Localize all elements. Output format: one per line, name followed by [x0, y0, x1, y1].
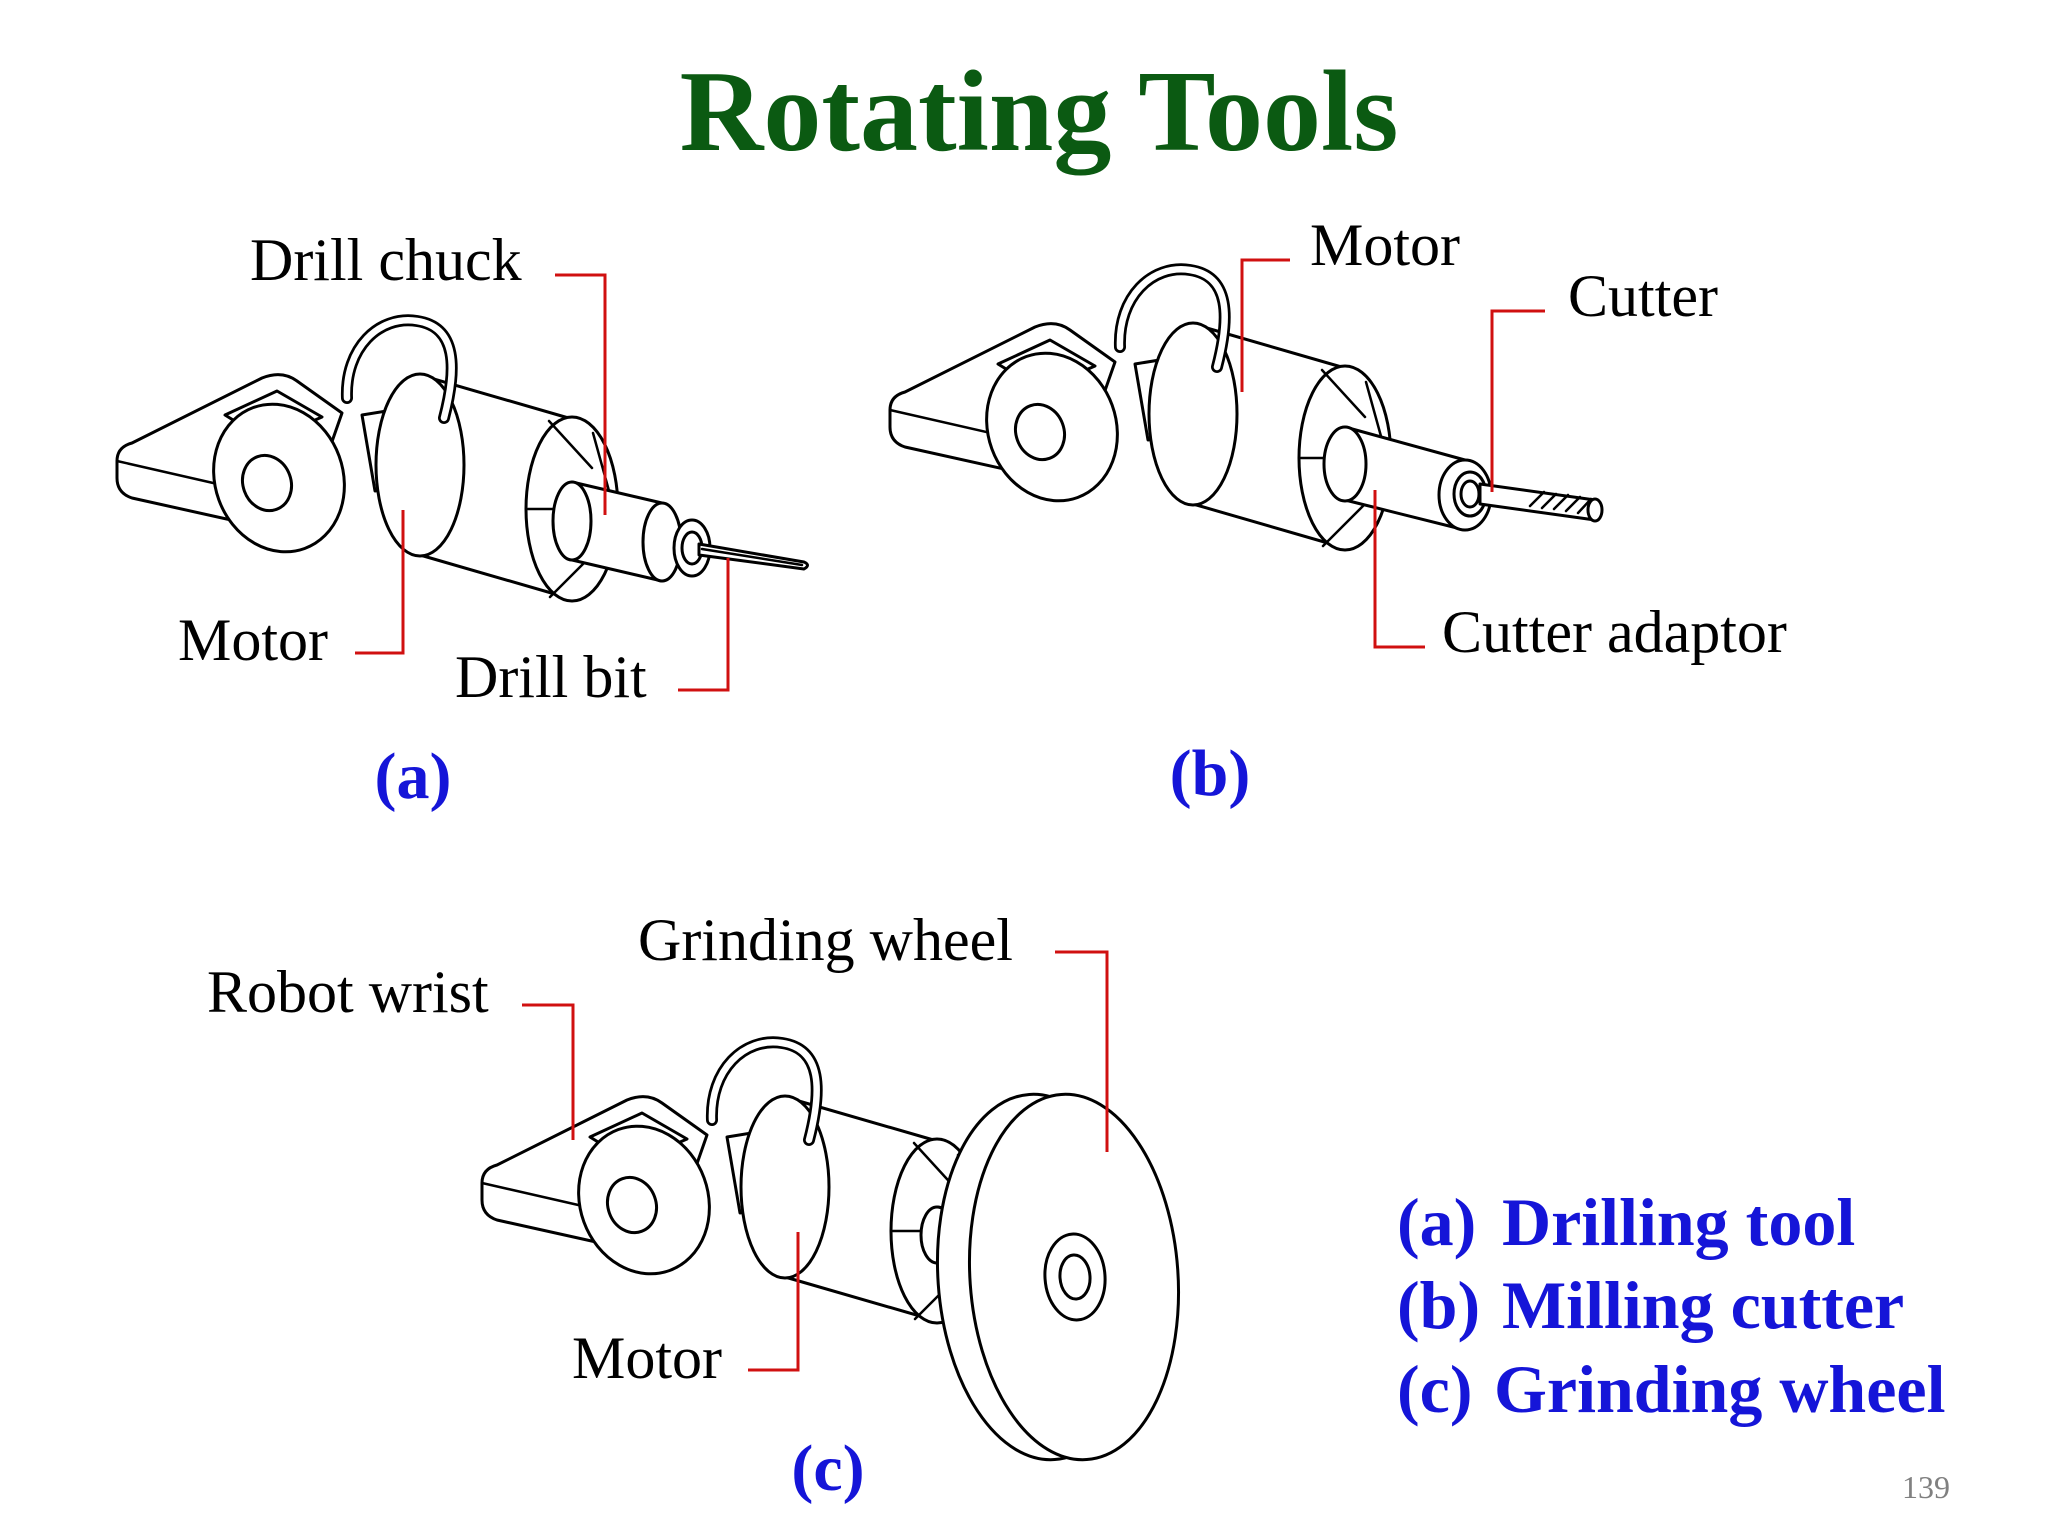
legend-tag-b: (b) [1397, 1267, 1480, 1343]
leader-robot-wrist [522, 1003, 575, 1140]
drilling-tool-illustration [117, 320, 809, 601]
leader-grinding-wheel [1055, 950, 1109, 1152]
legend-item-c: (c) Grinding wheel [1397, 1351, 1946, 1427]
panel-c-grinding-wheel: Grinding wheel Robot wrist Motor (c) [207, 907, 1193, 1505]
legend-text-b: Milling cutter [1502, 1267, 1904, 1343]
legend-tag-c: (c) [1397, 1351, 1472, 1427]
label-motor-c: Motor [572, 1325, 722, 1391]
leader-motor-b [1240, 258, 1290, 392]
legend-item-a: (a) Drilling tool [1397, 1184, 1855, 1260]
leader-motor-a [355, 510, 405, 655]
label-grinding-wheel: Grinding wheel [638, 907, 1013, 973]
leader-motor-c [748, 1232, 800, 1372]
label-drill-bit: Drill bit [455, 644, 647, 710]
grinding-wheel-illustration [482, 1042, 1193, 1469]
leader-cutter-adaptor [1373, 490, 1425, 649]
leader-drill-chuck [555, 273, 607, 515]
page-number: 139 [1902, 1469, 1950, 1505]
slide-title: Rotating Tools [680, 48, 1399, 176]
panel-b-milling-cutter: Motor Cutter Cutter adaptor (b) [890, 212, 1787, 810]
panel-a-drilling-tool: Drill chuck Motor Drill bit (a) [117, 227, 809, 813]
label-cutter: Cutter [1568, 263, 1718, 329]
label-cutter-adaptor: Cutter adaptor [1442, 599, 1787, 665]
label-motor-b: Motor [1310, 212, 1460, 278]
legend-item-b: (b) Milling cutter [1397, 1267, 1904, 1343]
label-robot-wrist: Robot wrist [207, 959, 489, 1025]
legend-text-a: Drilling tool [1502, 1184, 1855, 1260]
legend: (a) Drilling tool (b) Milling cutter (c) Gr… [1397, 1184, 1946, 1427]
caption-c: (c) [791, 1432, 864, 1505]
legend-tag-a: (a) [1397, 1184, 1476, 1260]
label-drill-chuck: Drill chuck [250, 227, 522, 293]
caption-a: (a) [375, 740, 452, 813]
legend-text-c: Grinding wheel [1494, 1351, 1946, 1427]
caption-b: (b) [1170, 737, 1251, 810]
leader-cutter [1490, 309, 1545, 492]
label-motor-a: Motor [178, 607, 328, 673]
leader-drill-bit [678, 558, 730, 692]
